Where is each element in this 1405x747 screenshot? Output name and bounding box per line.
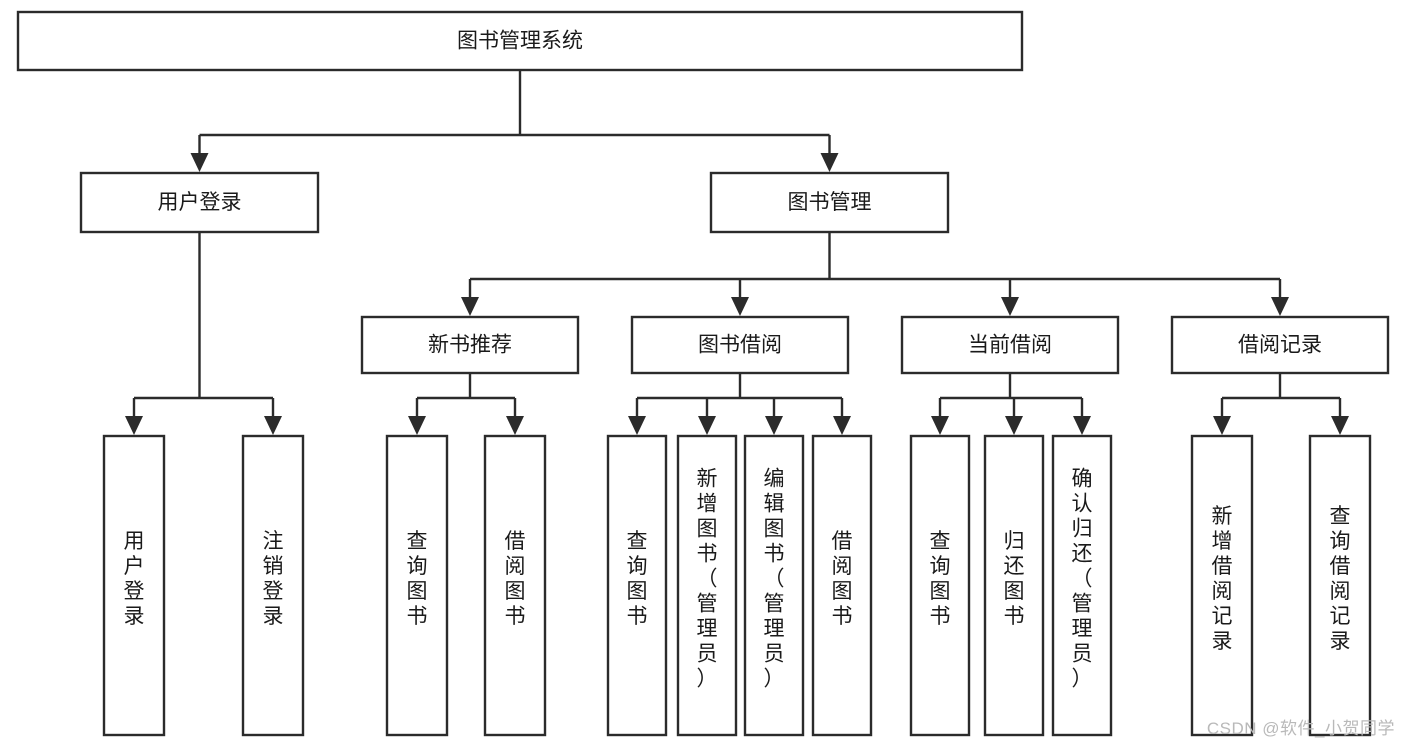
node-label-leaf-borrow-add: 新增图书（管理员） bbox=[697, 468, 718, 691]
arrow-head-bookmgmt-2 bbox=[1001, 297, 1019, 316]
node-label-bookmgmt: 图书管理 bbox=[788, 191, 872, 214]
node-bookmgmt[interactable]: 图书管理 bbox=[709, 171, 950, 234]
arrow-head-current-0 bbox=[931, 416, 949, 435]
arrow-head-current-2 bbox=[1073, 416, 1091, 435]
arrow-head-records-1 bbox=[1331, 416, 1349, 435]
node-records[interactable]: 借阅记录 bbox=[1170, 315, 1390, 375]
arrow-head-root-1 bbox=[820, 153, 839, 172]
node-leaf-borrow-add[interactable]: 新增图书（管理员） bbox=[676, 434, 738, 737]
node-box-records bbox=[1170, 315, 1390, 375]
node-leaf-current-confirm[interactable]: 确认归还（管理员） bbox=[1051, 434, 1113, 737]
edges-from-newbook bbox=[408, 373, 524, 435]
node-leaf-record-add[interactable]: 新增借阅记录 bbox=[1190, 434, 1254, 737]
arrow-head-bookmgmt-3 bbox=[1271, 297, 1289, 316]
node-label-leaf-newbook-query: 查询图书 bbox=[407, 530, 428, 628]
edges-from-borrow bbox=[628, 373, 851, 435]
arrow-head-borrow-3 bbox=[833, 416, 851, 435]
node-login[interactable]: 用户登录 bbox=[79, 171, 320, 234]
node-leaf-newbook-borrow[interactable]: 借阅图书 bbox=[483, 434, 547, 737]
node-box-leaf-newbook-query bbox=[385, 434, 449, 737]
node-label-newbook: 新书推荐 bbox=[428, 334, 512, 357]
node-box-leaf-current-confirm bbox=[1051, 434, 1113, 737]
node-leaf-newbook-query[interactable]: 查询图书 bbox=[385, 434, 449, 737]
node-leaf-record-query[interactable]: 查询借阅记录 bbox=[1308, 434, 1372, 737]
arrow-head-records-0 bbox=[1213, 416, 1231, 435]
node-box-root bbox=[16, 10, 1024, 72]
node-box-leaf-current-return bbox=[983, 434, 1045, 737]
node-leaf-current-query[interactable]: 查询图书 bbox=[909, 434, 971, 737]
node-box-leaf-borrow-lend bbox=[811, 434, 873, 737]
node-label-current: 当前借阅 bbox=[968, 334, 1052, 357]
node-label-leaf-borrow-lend: 借阅图书 bbox=[832, 530, 853, 628]
edges-from-records bbox=[1213, 373, 1349, 435]
node-box-leaf-newbook-borrow bbox=[483, 434, 547, 737]
node-label-leaf-newbook-borrow: 借阅图书 bbox=[505, 530, 526, 628]
edges-from-current bbox=[931, 373, 1091, 435]
node-label-leaf-current-query: 查询图书 bbox=[930, 530, 951, 628]
node-box-leaf-borrow-add bbox=[676, 434, 738, 737]
node-label-leaf-current-return: 归还图书 bbox=[1004, 530, 1025, 628]
arrow-head-borrow-1 bbox=[698, 416, 716, 435]
arrow-head-root-0 bbox=[190, 153, 209, 172]
node-box-leaf-record-query bbox=[1308, 434, 1372, 737]
node-box-leaf-current-query bbox=[909, 434, 971, 737]
arrow-head-login-0 bbox=[125, 416, 143, 435]
node-label-root: 图书管理系统 bbox=[457, 30, 583, 53]
node-label-leaf-borrow-edit: 编辑图书（管理员） bbox=[764, 468, 785, 691]
arrow-head-newbook-0 bbox=[408, 416, 426, 435]
node-leaf-user-login[interactable]: 用户登录 bbox=[102, 434, 166, 737]
node-leaf-borrow-query[interactable]: 查询图书 bbox=[606, 434, 668, 737]
arrow-head-current-1 bbox=[1005, 416, 1023, 435]
node-label-leaf-current-confirm: 确认归还（管理员） bbox=[1072, 468, 1093, 691]
arrow-head-newbook-1 bbox=[506, 416, 524, 435]
edges-from-login bbox=[125, 232, 282, 435]
node-leaf-user-logout[interactable]: 注销登录 bbox=[241, 434, 305, 737]
node-root[interactable]: 图书管理系统 bbox=[16, 10, 1024, 72]
node-label-records: 借阅记录 bbox=[1238, 334, 1322, 357]
arrow-head-borrow-0 bbox=[628, 416, 646, 435]
edge-layer bbox=[125, 70, 1349, 435]
node-current[interactable]: 当前借阅 bbox=[900, 315, 1120, 375]
node-layer: 图书管理系统用户登录图书管理新书推荐图书借阅当前借阅借阅记录用户登录注销登录查询… bbox=[16, 10, 1390, 737]
node-box-current bbox=[900, 315, 1120, 375]
node-label-login: 用户登录 bbox=[158, 191, 242, 214]
node-box-borrow bbox=[630, 315, 850, 375]
node-borrow[interactable]: 图书借阅 bbox=[630, 315, 850, 375]
node-box-leaf-record-add bbox=[1190, 434, 1254, 737]
arrow-head-bookmgmt-1 bbox=[731, 297, 749, 316]
node-label-borrow: 图书借阅 bbox=[698, 334, 782, 357]
node-label-leaf-borrow-query: 查询图书 bbox=[627, 530, 648, 628]
edges-from-root bbox=[190, 70, 839, 172]
node-label-leaf-user-logout: 注销登录 bbox=[263, 530, 284, 628]
arrow-head-login-1 bbox=[264, 416, 282, 435]
arrow-head-borrow-2 bbox=[765, 416, 783, 435]
arrow-head-bookmgmt-0 bbox=[461, 297, 479, 316]
node-label-leaf-record-query: 查询借阅记录 bbox=[1330, 505, 1351, 653]
node-box-leaf-user-login bbox=[102, 434, 166, 737]
node-newbook[interactable]: 新书推荐 bbox=[360, 315, 580, 375]
node-box-leaf-borrow-query bbox=[606, 434, 668, 737]
node-box-login bbox=[79, 171, 320, 234]
node-label-leaf-record-add: 新增借阅记录 bbox=[1212, 505, 1233, 653]
node-leaf-borrow-lend[interactable]: 借阅图书 bbox=[811, 434, 873, 737]
node-label-leaf-user-login: 用户登录 bbox=[124, 530, 145, 628]
node-leaf-current-return[interactable]: 归还图书 bbox=[983, 434, 1045, 737]
node-leaf-borrow-edit[interactable]: 编辑图书（管理员） bbox=[743, 434, 805, 737]
node-box-bookmgmt bbox=[709, 171, 950, 234]
node-box-leaf-borrow-edit bbox=[743, 434, 805, 737]
edges-from-bookmgmt bbox=[461, 232, 1289, 316]
node-box-newbook bbox=[360, 315, 580, 375]
node-box-leaf-user-logout bbox=[241, 434, 305, 737]
